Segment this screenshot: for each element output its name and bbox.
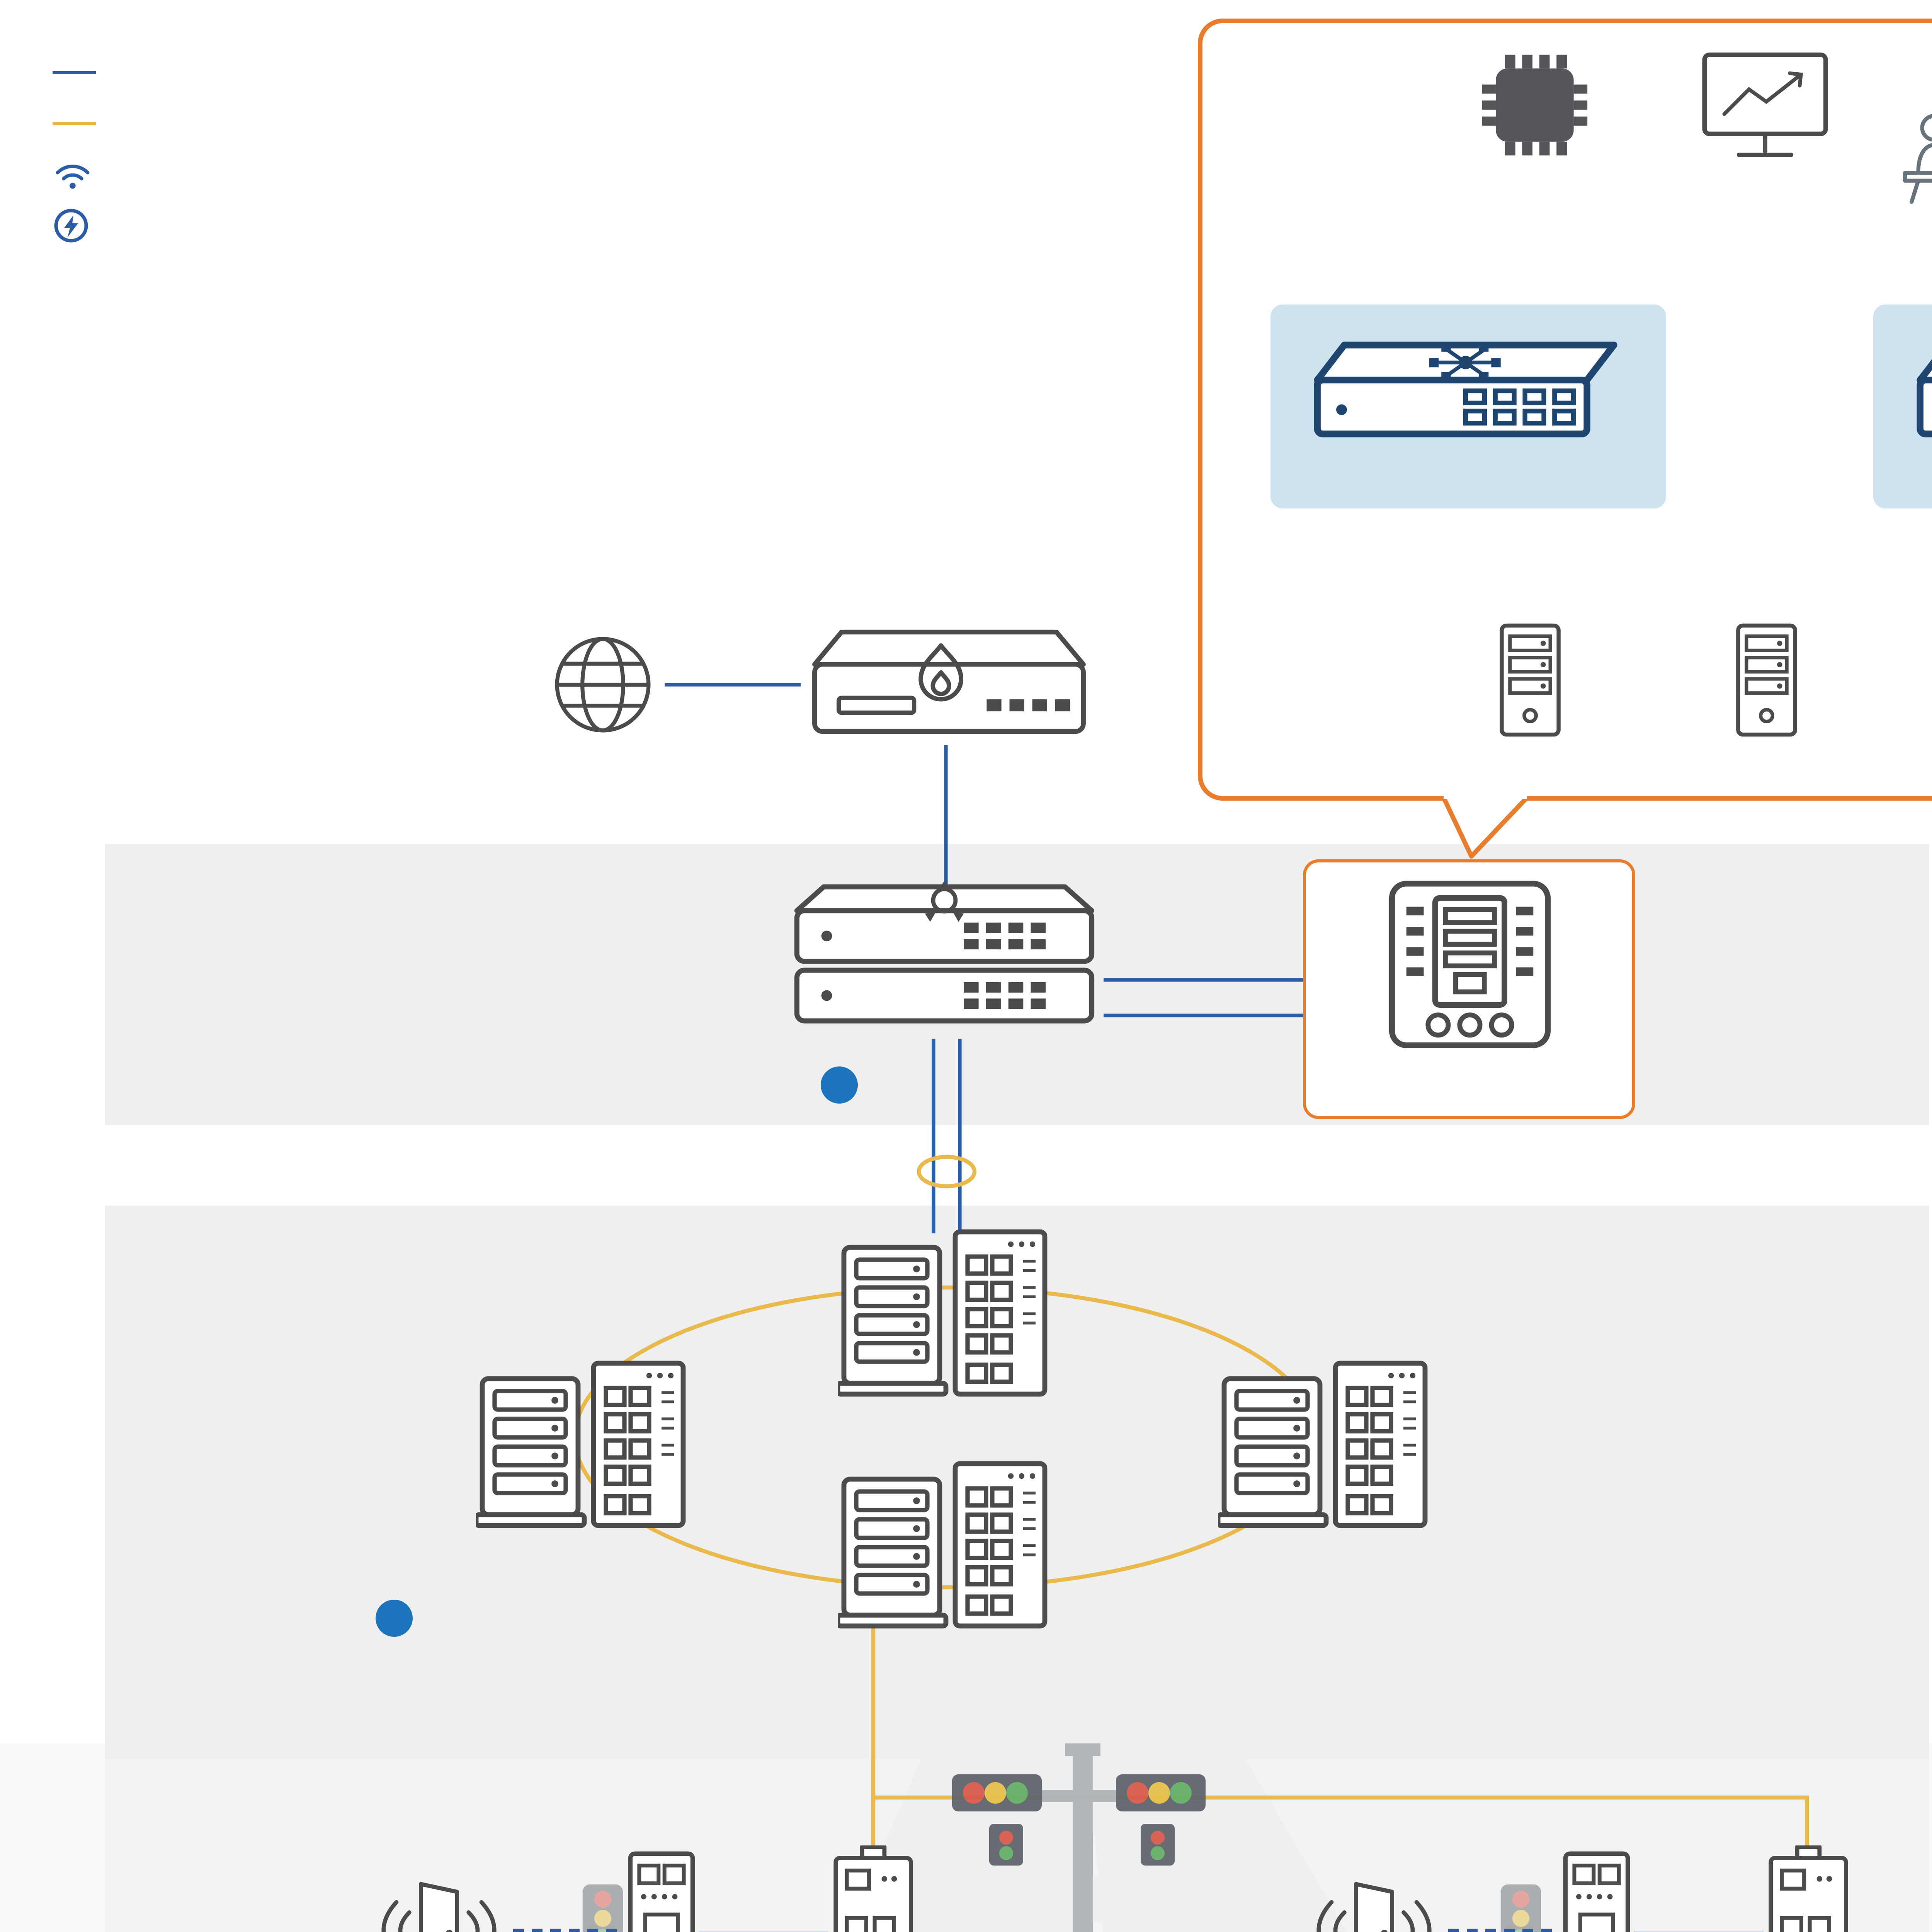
dqs-switch-icon	[1306, 326, 1631, 453]
poe-icon	[54, 209, 88, 243]
noc-operator-icon	[1892, 37, 1932, 213]
industrial-managed-switch-icon	[476, 1357, 692, 1536]
ai-chip-icon	[1482, 54, 1588, 156]
core-switch-icon	[785, 878, 1104, 1042]
industrial-managed-switch-icon	[838, 1226, 1054, 1405]
firewall-icon	[801, 621, 1097, 745]
remote-io-icon	[1560, 1849, 1634, 1932]
step-badge-1	[821, 1066, 858, 1104]
dqs-switch-card-left	[1270, 304, 1666, 509]
door-sensor-icon	[1303, 1876, 1445, 1932]
step-badge-2	[376, 1600, 413, 1637]
fiber-line-swatch	[53, 122, 96, 126]
legend-item-wifi	[53, 158, 110, 192]
industrial-managed-switch-icon	[838, 1458, 1054, 1637]
wifi-icon	[56, 165, 90, 189]
ethernet-line-swatch	[53, 71, 96, 75]
lacp-loop	[917, 1155, 977, 1189]
micro-data-center-box	[1303, 859, 1635, 1119]
legend-item-ethernet	[53, 56, 110, 90]
legend-item-poe	[53, 209, 110, 243]
dqs-switch-card-right	[1873, 304, 1932, 509]
traffic-signal-pole	[952, 1743, 1206, 1932]
legend	[53, 56, 110, 243]
micro-data-center-icon	[1383, 878, 1556, 1051]
callout-pointer	[1441, 788, 1529, 859]
industrial-smart-switch-icon	[828, 1845, 918, 1932]
dqs-switch-icon	[1909, 326, 1932, 453]
traffic-monitor-icon	[1697, 46, 1833, 167]
door-sensor-icon	[368, 1876, 510, 1932]
industrial-managed-switch-icon	[1218, 1357, 1434, 1536]
remote-io-icon	[624, 1849, 699, 1932]
industrial-smart-switch-icon	[1764, 1845, 1853, 1932]
server-icon	[1731, 615, 1802, 745]
internet-globe-icon	[541, 623, 665, 747]
legend-item-fiber	[53, 107, 110, 141]
server-icon	[1495, 615, 1566, 745]
